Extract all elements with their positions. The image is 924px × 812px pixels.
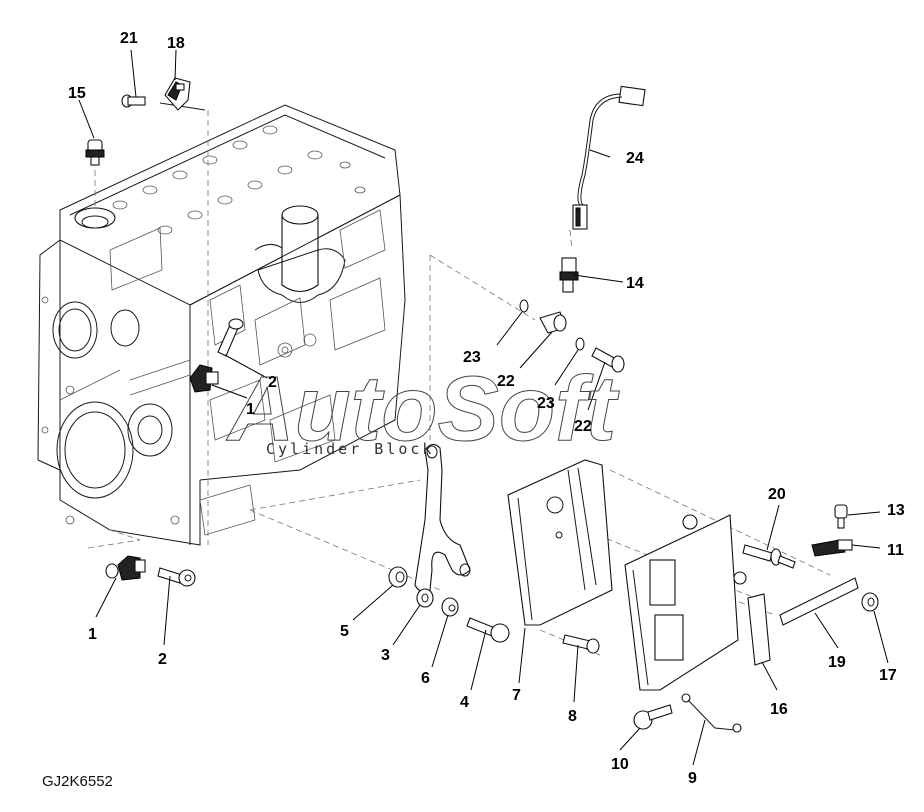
part-16-sensor: [164, 77, 191, 111]
part-6-isolator: [441, 597, 459, 617]
callout-17: 17: [879, 667, 897, 684]
callout-7: 7: [512, 687, 521, 704]
callout-24: 24: [626, 150, 644, 167]
callout-14: 15: [68, 85, 86, 102]
part-22-banjo-bolt: [591, 347, 625, 373]
ecu-controller: [624, 514, 747, 691]
callout-12: 13: [887, 502, 905, 519]
part-9-ground-strap: [681, 693, 742, 733]
part-18-cap-screw: [121, 94, 146, 108]
watermark-brand: AutoSoft: [226, 358, 620, 460]
part-1-sensor-on-block: [189, 364, 219, 393]
callout-23-left: 23: [463, 349, 481, 366]
part-15-label: [747, 593, 771, 666]
part-21-adapter: [539, 311, 567, 334]
callout-22: 22: [574, 418, 592, 435]
callout-18: 21: [120, 30, 138, 47]
part-2-screw-lower: [157, 567, 196, 587]
callout-13: 14: [626, 275, 644, 292]
part-23-o-ring-left: [519, 299, 529, 313]
part-19-bracket: [779, 577, 859, 626]
callout-2-block: 2: [268, 374, 277, 391]
callout-1-block: 1: [246, 401, 255, 418]
part-8-cap-screw: [562, 634, 600, 654]
callout-20: 20: [768, 486, 786, 503]
callout-3: 3: [381, 647, 390, 664]
part-20-stud: [742, 544, 796, 569]
part-2-screw-on-block: [217, 318, 244, 357]
figure-id: GJ2K6552: [42, 773, 113, 790]
part-13-pressure-sensor: [559, 257, 579, 293]
part-12-cap-screw: [834, 504, 848, 529]
callout-9: 9: [688, 770, 697, 787]
leader-lines: [78, 49, 889, 766]
callout-8: 8: [568, 708, 577, 725]
callout-16: 18: [167, 35, 185, 52]
callout-11: 11: [887, 542, 904, 559]
part-23-o-ring-right: [575, 337, 585, 351]
callout-6: 6: [421, 670, 430, 687]
callout-labels: 21 18 15 24 14 23 22 23 22 2 1 1 2 5 3 6…: [68, 30, 905, 787]
callout-10: 10: [611, 756, 629, 773]
watermark-caption: Cylinder Block: [266, 440, 434, 458]
part-11-sensor: [811, 539, 853, 557]
part-14-temperature-sender: [85, 139, 105, 166]
callout-23-right: 23: [537, 395, 555, 412]
part-1-sensor-lower: [105, 555, 146, 581]
part-5-spacer: [388, 566, 408, 588]
part-17-nut: [861, 592, 879, 612]
part-24-wiring-harness: [572, 85, 646, 230]
callout-21: 22: [497, 373, 515, 390]
part-3-harness-bracket: [414, 443, 471, 608]
part-7-mounting-plate: [507, 459, 613, 626]
cylinder-block-illustration: [37, 102, 406, 546]
callout-5: 5: [340, 623, 349, 640]
callout-2-lower: 2: [158, 651, 167, 668]
callout-19: 19: [828, 654, 846, 671]
callout-1-lower: 1: [88, 626, 97, 643]
part-10-cap-screw: [633, 704, 673, 730]
callout-15: 16: [770, 701, 788, 718]
callout-4: 4: [460, 694, 469, 711]
part-4-cap-screw: [466, 617, 510, 643]
